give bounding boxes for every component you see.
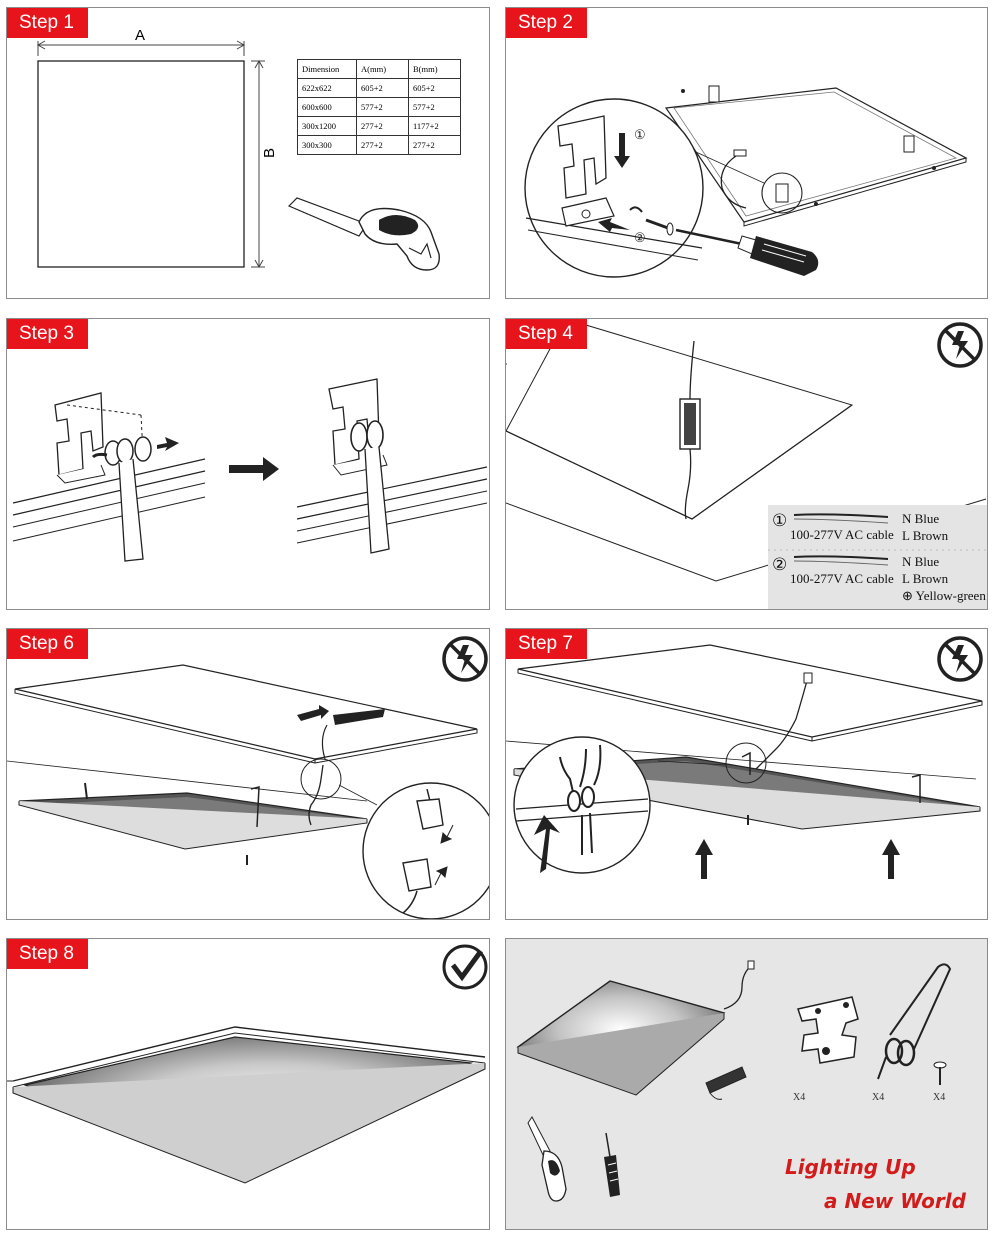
step3-label: Step 3 bbox=[7, 319, 88, 349]
connector-icon bbox=[705, 1066, 747, 1100]
cable2-live: L Brown bbox=[902, 571, 949, 586]
table-cell: 577+2 bbox=[356, 97, 409, 117]
step8-label: Step 8 bbox=[7, 939, 88, 969]
cable1-neutral: N Blue bbox=[902, 511, 940, 526]
kit-illustration bbox=[516, 960, 952, 1202]
table-row: 300x300 277+2 277+2 bbox=[297, 135, 461, 155]
table-row: 300x1200 277+2 1177+2 bbox=[297, 116, 461, 136]
cable1-label: 100-277V AC cable bbox=[790, 527, 894, 542]
screw-icon bbox=[933, 1061, 947, 1085]
no-electricity-icon bbox=[937, 636, 983, 682]
saw-icon bbox=[287, 197, 440, 271]
table-cell: 605+2 bbox=[356, 78, 409, 98]
screwdriver-icon bbox=[675, 228, 819, 276]
step7-panel: Step 7 bbox=[505, 628, 988, 920]
dimension-table: Dimension A(mm) B(mm) 622x622 605+2 605+… bbox=[297, 59, 461, 155]
screwdriver-icon bbox=[604, 1132, 620, 1197]
table-cell: 277+2 bbox=[356, 116, 409, 136]
step1-panel: Step 1 A B Dimension A(mm) B(mm) bbox=[6, 7, 490, 299]
table-header-cell: Dimension bbox=[297, 59, 357, 79]
step3-panel: Step 3 bbox=[6, 318, 490, 610]
step2-panel: Step 2 ① ② bbox=[505, 7, 988, 299]
dimension-b-label: B bbox=[261, 147, 278, 158]
step7-label: Step 7 bbox=[506, 629, 587, 659]
step7-illustration bbox=[506, 636, 983, 879]
spring-icon bbox=[877, 963, 952, 1080]
step4-panel: Step 4 ① 100-277V AC cable N Blue L Bro bbox=[505, 318, 988, 610]
no-electricity-icon bbox=[937, 322, 983, 368]
step1-label: Step 1 bbox=[7, 8, 88, 38]
cable-diagram bbox=[768, 513, 987, 566]
table-cell: 600x600 bbox=[297, 97, 357, 117]
table-header-cell: B(mm) bbox=[408, 59, 461, 79]
cable2-ground: ⊕ Yellow-green bbox=[902, 588, 986, 603]
table-cell: 605+2 bbox=[408, 78, 461, 98]
table-cell: 277+2 bbox=[356, 135, 409, 155]
marker-1: ① bbox=[634, 127, 646, 142]
step2-label: Step 2 bbox=[506, 8, 587, 38]
step2-illustration: ① ② bbox=[524, 85, 968, 278]
table-cell: 577+2 bbox=[408, 97, 461, 117]
table-header-cell: A(mm) bbox=[356, 59, 409, 79]
mounting-clip-icon bbox=[797, 996, 859, 1064]
table-cell: 277+2 bbox=[408, 135, 461, 155]
kit-panel: X4 X4 X4 Lighting Up a New World bbox=[505, 938, 988, 1230]
saw-icon bbox=[527, 1116, 567, 1202]
tagline-line1: Lighting Up bbox=[785, 1155, 916, 1179]
dimension-a-label: A bbox=[135, 27, 146, 44]
step1-illustration bbox=[36, 40, 440, 271]
table-cell: 300x300 bbox=[297, 135, 357, 155]
screw-quantity: X4 bbox=[933, 1092, 946, 1103]
table-header-row: Dimension A(mm) B(mm) bbox=[297, 59, 461, 79]
marker-2: ② bbox=[634, 230, 646, 245]
wiring-legend: ① 100-277V AC cable N Blue L Brown ② 100… bbox=[768, 505, 987, 609]
cable1-marker: ① bbox=[772, 511, 788, 530]
cable1-live: L Brown bbox=[902, 528, 949, 543]
step4-label: Step 4 bbox=[506, 319, 587, 349]
table-cell: 622x622 bbox=[297, 78, 357, 98]
table-row: 600x600 577+2 577+2 bbox=[297, 97, 461, 117]
step8-panel: Step 8 bbox=[6, 938, 490, 1230]
step8-illustration bbox=[7, 944, 488, 1184]
tagline-line2: a New World bbox=[824, 1189, 966, 1213]
no-electricity-icon bbox=[442, 636, 488, 682]
checkmark-icon bbox=[442, 944, 488, 990]
step6-illustration bbox=[7, 636, 489, 919]
step6-panel: Step 6 bbox=[6, 628, 490, 920]
spring-quantity: X4 bbox=[872, 1092, 885, 1103]
step3-illustration bbox=[12, 378, 488, 562]
table-row: 622x622 605+2 605+2 bbox=[297, 78, 461, 98]
clip-quantity: X4 bbox=[793, 1092, 806, 1103]
step6-label: Step 6 bbox=[7, 629, 88, 659]
cable2-marker: ② bbox=[772, 555, 788, 574]
table-cell: 300x1200 bbox=[297, 116, 357, 136]
cable2-label: 100-277V AC cable bbox=[790, 571, 894, 586]
table-cell: 1177+2 bbox=[408, 116, 461, 136]
cable2-neutral: N Blue bbox=[902, 554, 940, 569]
